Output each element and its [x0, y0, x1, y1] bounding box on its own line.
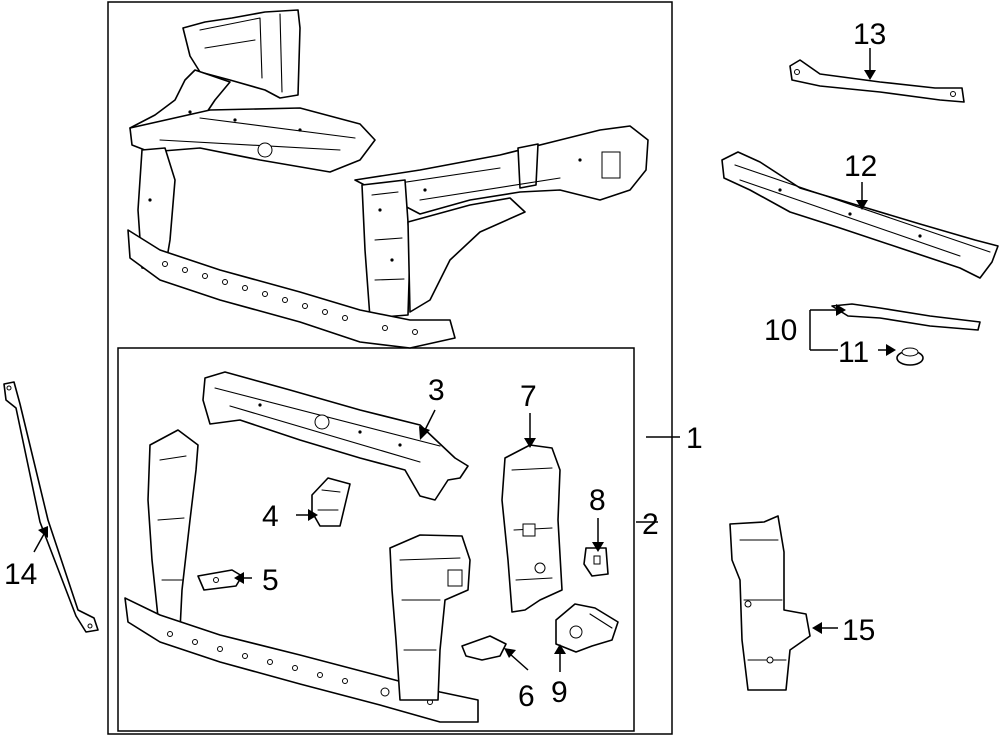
part-4-bracket [311, 477, 351, 527]
part-15-side-bracket [729, 515, 811, 691]
callout-13: 13 [853, 18, 886, 51]
callout-7: 7 [520, 380, 537, 413]
part-6-bracket [461, 635, 507, 661]
callout-9: 9 [551, 676, 568, 709]
part-3-upper-tie-bar [202, 371, 469, 501]
callout-15: 15 [842, 614, 875, 647]
sub-assembly-frame [117, 347, 635, 732]
sub-left-side-member [147, 429, 199, 637]
callout-6: 6 [518, 680, 535, 713]
main-assembly-frame [107, 1, 673, 735]
callout-labels: 1 2 3 4 5 6 7 8 9 10 11 12 13 14 15 [4, 18, 886, 713]
part-8-clip [583, 547, 609, 577]
callout-2: 2 [642, 508, 659, 541]
lower-beam-holes [162, 261, 418, 335]
part-14-rod [3, 381, 99, 633]
part-5-bracket [197, 569, 243, 591]
sub-lower-tie-bar [124, 597, 479, 723]
part-11-grommet [896, 347, 924, 366]
part-10-strip [831, 303, 981, 331]
callout-4: 4 [262, 500, 279, 533]
callout-3: 3 [428, 374, 445, 407]
callout-12: 12 [844, 150, 877, 183]
sub-lower-beam-holes [167, 631, 433, 705]
callout-1: 1 [686, 422, 703, 455]
callout-5: 5 [262, 564, 279, 597]
part-9-latch [555, 603, 619, 653]
callout-10: 10 [764, 314, 797, 347]
sub-right-side-member [389, 534, 471, 701]
part-13-bar [789, 59, 965, 103]
leader-lines [33, 48, 896, 672]
callout-14: 14 [4, 558, 37, 591]
callout-11: 11 [838, 336, 869, 369]
radiator-support-assembly [127, 9, 649, 349]
part-7-side-panel [501, 444, 563, 613]
callout-8: 8 [589, 484, 606, 517]
